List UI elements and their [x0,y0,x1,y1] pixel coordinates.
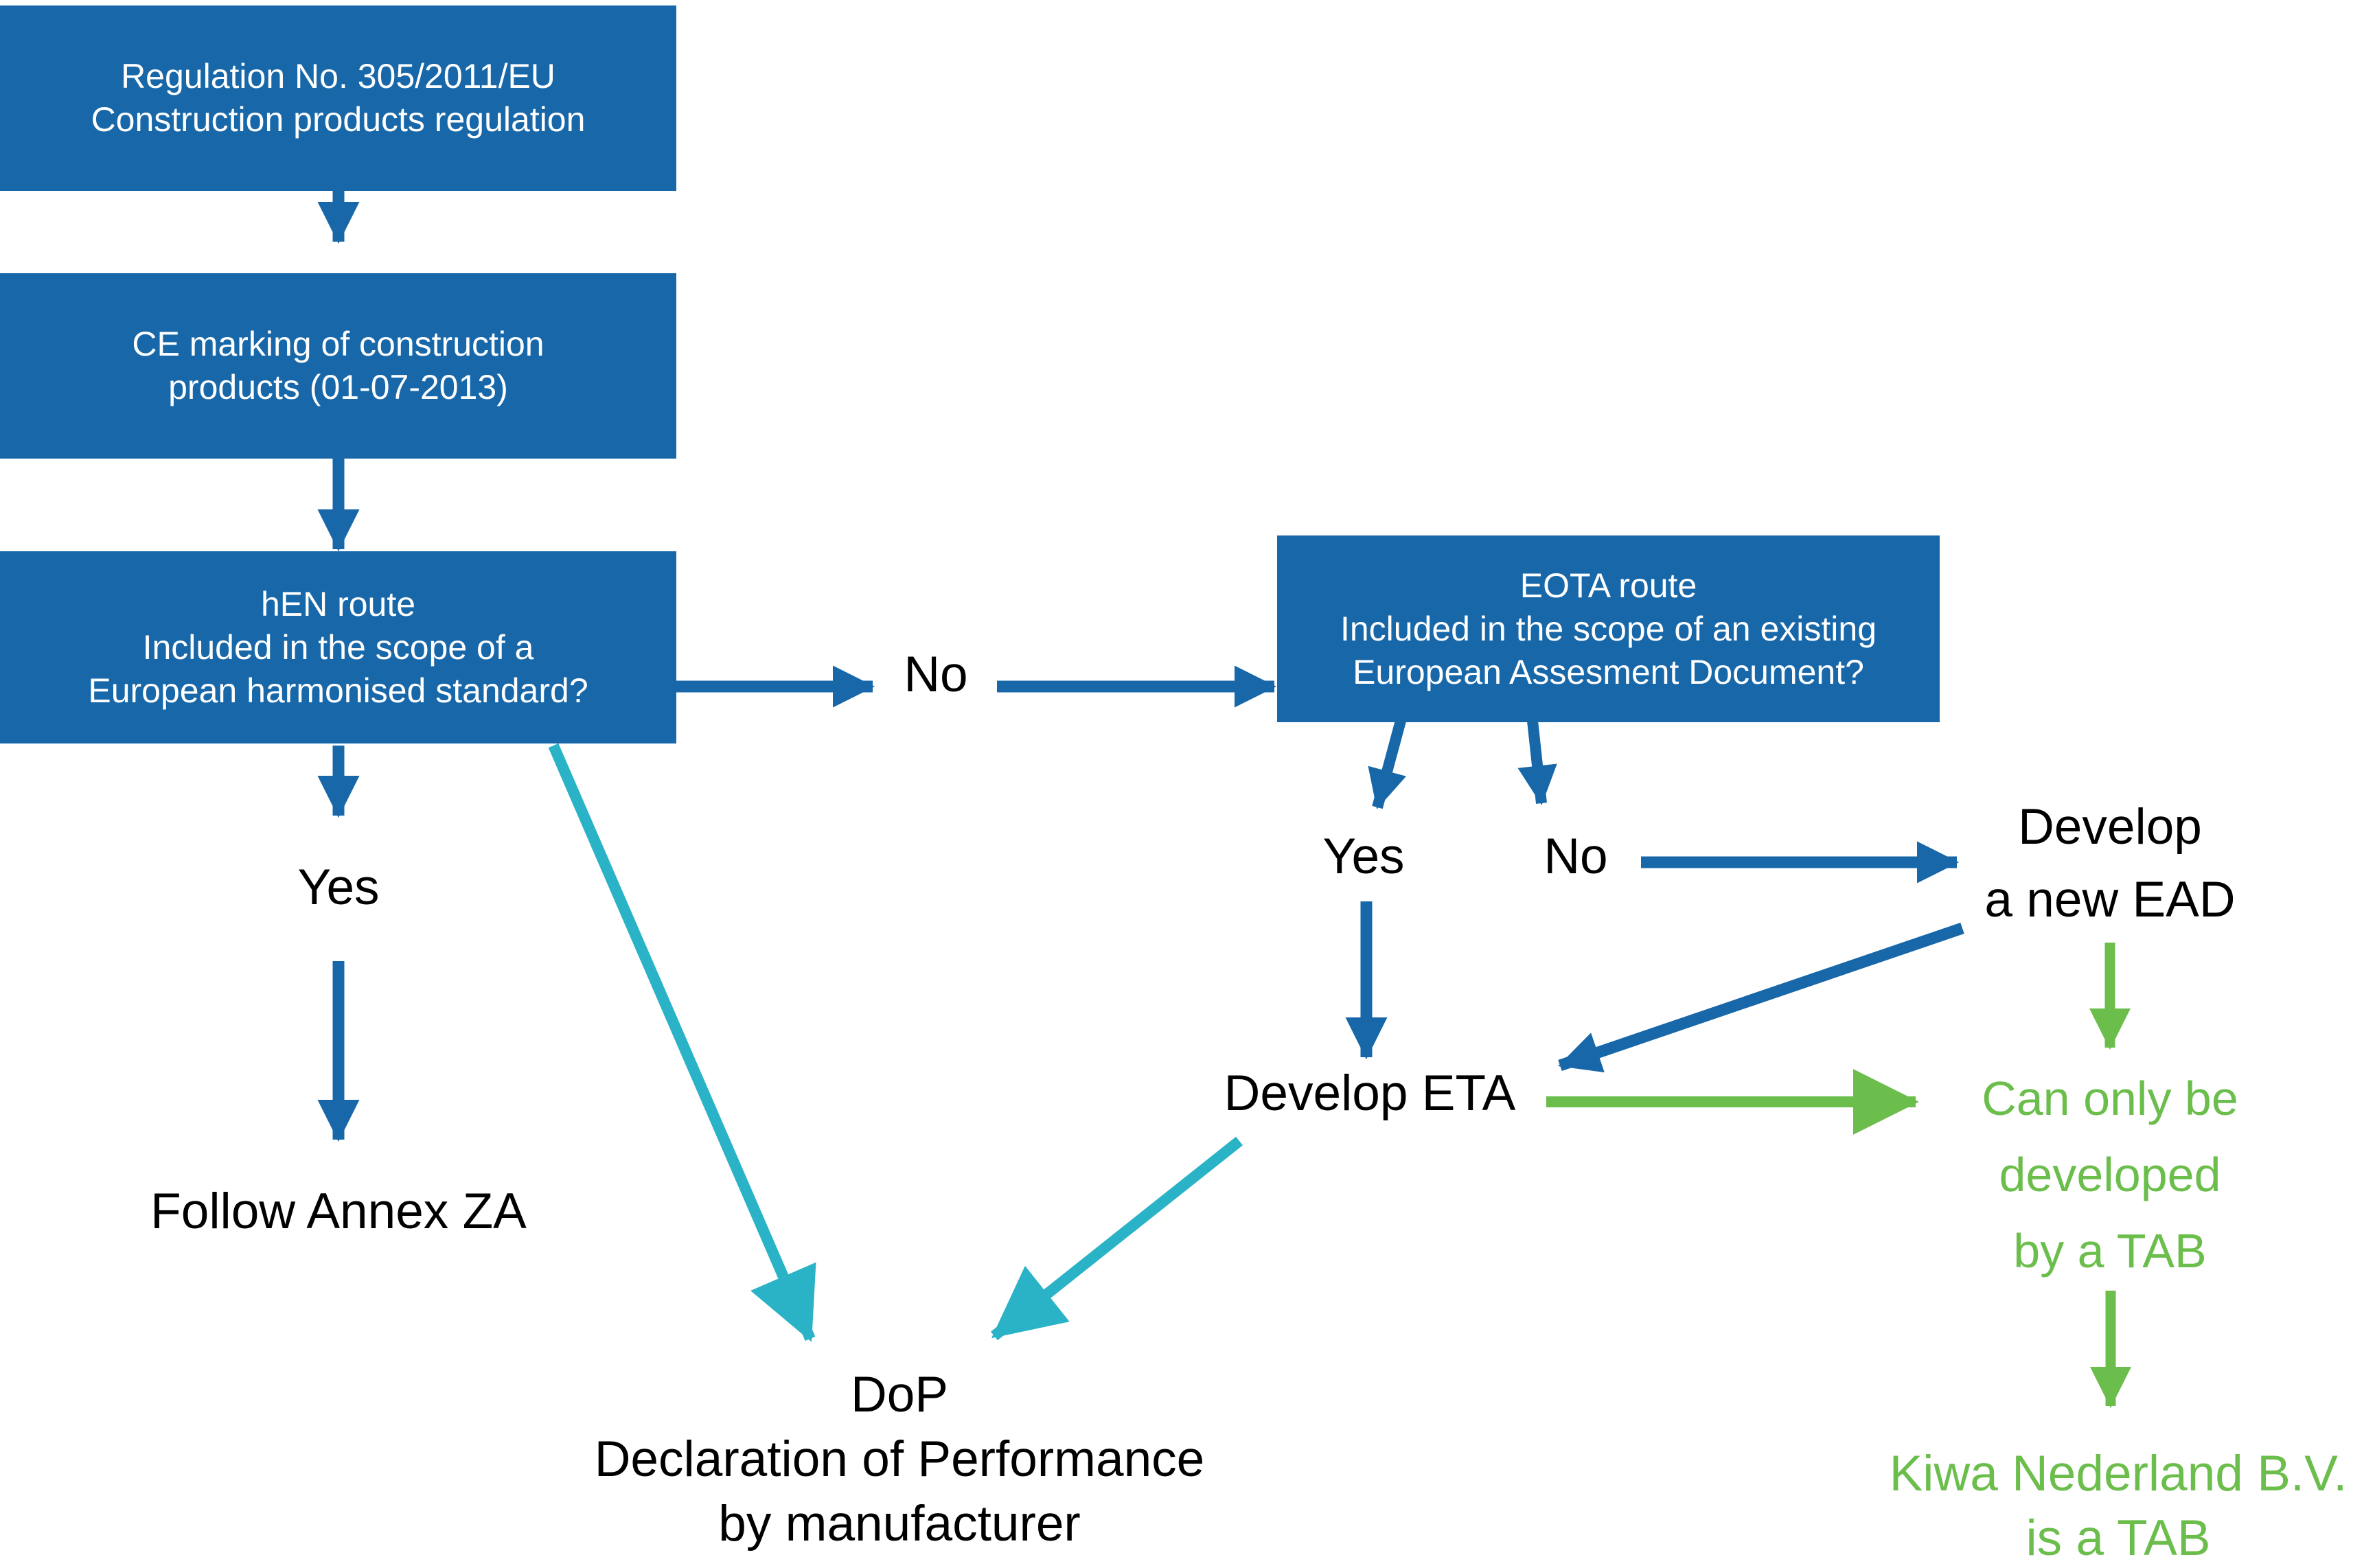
box-hen-route: hEN route Included in the scope of a Eur… [0,551,676,743]
arrow-develop-eta-to-dop-cyan [991,1136,1243,1341]
label-no-hen: No [904,647,968,702]
label-kiwa: Kiwa Nederland B.V. is a TAB [1890,1442,2348,1568]
arrow-eota-to-no [1517,720,1557,805]
label-dop-line3: by manufacturer [718,1496,1081,1552]
box-ce-marking-line2: products (01-07-2013) [168,368,508,406]
label-develop-new-ead: Develop a new EAD [1984,791,2235,936]
box-hen-route-line1: hEN route [260,584,416,623]
label-tab-note-line2: developed [1999,1148,2221,1201]
box-eota-route-line3: European Assesment Document? [1353,652,1864,691]
box-hen-route-line2: Included in the scope of a [142,627,534,667]
box-ce-marking-line1: CE marking of construction [132,325,544,363]
box-regulation: Regulation No. 305/2011/EU Construction … [0,5,676,191]
label-develop-new-ead-line2: a new EAD [1984,872,2236,927]
label-kiwa-line2: is a TAB [2026,1510,2211,1566]
label-develop-new-ead-line1: Develop [2018,799,2202,855]
label-kiwa-line1: Kiwa Nederland B.V. [1889,1446,2348,1501]
box-eota-route-line1: EOTA route [1519,566,1697,605]
label-no-eota: No [1544,829,1608,884]
box-eota-route-line2: Included in the scope of an existing [1340,609,1877,648]
label-dop-line1: DoP [850,1367,948,1422]
box-hen-route-line3: European harmonised standard? [88,671,588,710]
arrow-new-ead-to-develop-eta [1558,922,1964,1073]
box-regulation-line1: Regulation No. 305/2011/EU [121,57,555,95]
box-eota-route: EOTA route Included in the scope of an e… [1277,535,1940,722]
label-tab-note-line3: by a TAB [2013,1224,2207,1278]
box-regulation-line2: Construction products regulation [91,100,586,139]
label-dop: DoP Declaration of Performance by manufa… [595,1363,1205,1556]
label-follow-annex-za: Follow Annex ZA [150,1184,527,1239]
label-tab-note-line1: Can only be [1982,1072,2238,1125]
label-tab-note: Can only be developed by a TAB [1982,1061,2238,1289]
label-yes-hen: Yes [297,860,380,915]
arrow-hen-to-dop-cyan [548,743,816,1342]
label-develop-eta: Develop ETA [1224,1065,1516,1121]
box-ce-marking: CE marking of construction products (01-… [0,273,676,459]
arrow-eota-to-yes [1368,719,1407,809]
label-yes-eota: Yes [1322,829,1405,884]
label-dop-line2: Declaration of Performance [594,1431,1205,1487]
